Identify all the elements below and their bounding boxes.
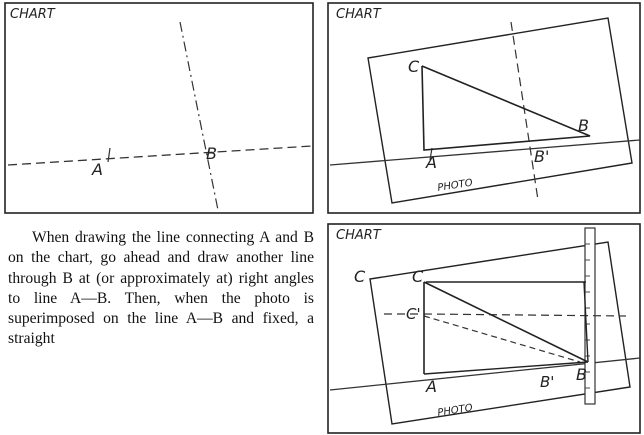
point-c-chart-label: C	[354, 267, 366, 286]
chart-border	[327, 2, 641, 214]
chart-panel-3-drawing: CHART C C C' A B' B PHOTO	[327, 223, 641, 434]
chart-panel-2-drawing: CHART C A B' B PHOTO	[327, 2, 641, 214]
point-a-label: A	[425, 153, 437, 172]
point-b-label: B	[206, 144, 217, 163]
chart-label: CHART	[336, 228, 382, 243]
photo-outline	[369, 241, 631, 425]
line-a-b	[329, 139, 641, 166]
chart-panel-1: CHART A B	[0, 0, 318, 218]
photo-label: PHOTO	[437, 403, 474, 419]
line-a-b	[7, 145, 313, 166]
photo-outline	[367, 17, 633, 204]
line-a-b-photo	[423, 361, 589, 375]
dashed-line-c-prime	[423, 313, 627, 317]
point-b-label: B	[576, 365, 587, 384]
perpendicular-line-b	[179, 21, 219, 211]
chart-border	[4, 2, 314, 214]
perpendicular-line-b	[510, 21, 539, 201]
point-a-label: A	[91, 160, 103, 179]
point-a-label: A	[425, 377, 437, 396]
point-b-prime-label: B'	[540, 373, 554, 391]
line-c-b	[423, 281, 589, 363]
point-b-prime-label: B'	[534, 147, 549, 166]
chart-border	[327, 223, 641, 434]
instruction-text: When drawing the line connecting A and B…	[8, 229, 314, 348]
chart-panel-2: CHART C A B' B PHOTO	[326, 0, 644, 218]
point-b-label: B	[578, 116, 589, 135]
photo-label: PHOTO	[437, 178, 474, 194]
tick-a	[107, 147, 111, 163]
chart-panel-1-drawing: CHART A B	[4, 2, 314, 214]
point-c-prime-label: C'	[406, 305, 421, 323]
chart-panel-3: CHART C C C' A B' B PHOTO	[326, 222, 644, 435]
line-right-down	[583, 281, 589, 363]
point-c-label: C	[408, 57, 420, 76]
photo-triangle	[421, 65, 591, 151]
dashed-line-c-prime-b	[423, 315, 581, 363]
chart-label: CHART	[336, 7, 382, 22]
point-c-label: C	[412, 267, 424, 286]
chart-label: CHART	[10, 7, 56, 22]
